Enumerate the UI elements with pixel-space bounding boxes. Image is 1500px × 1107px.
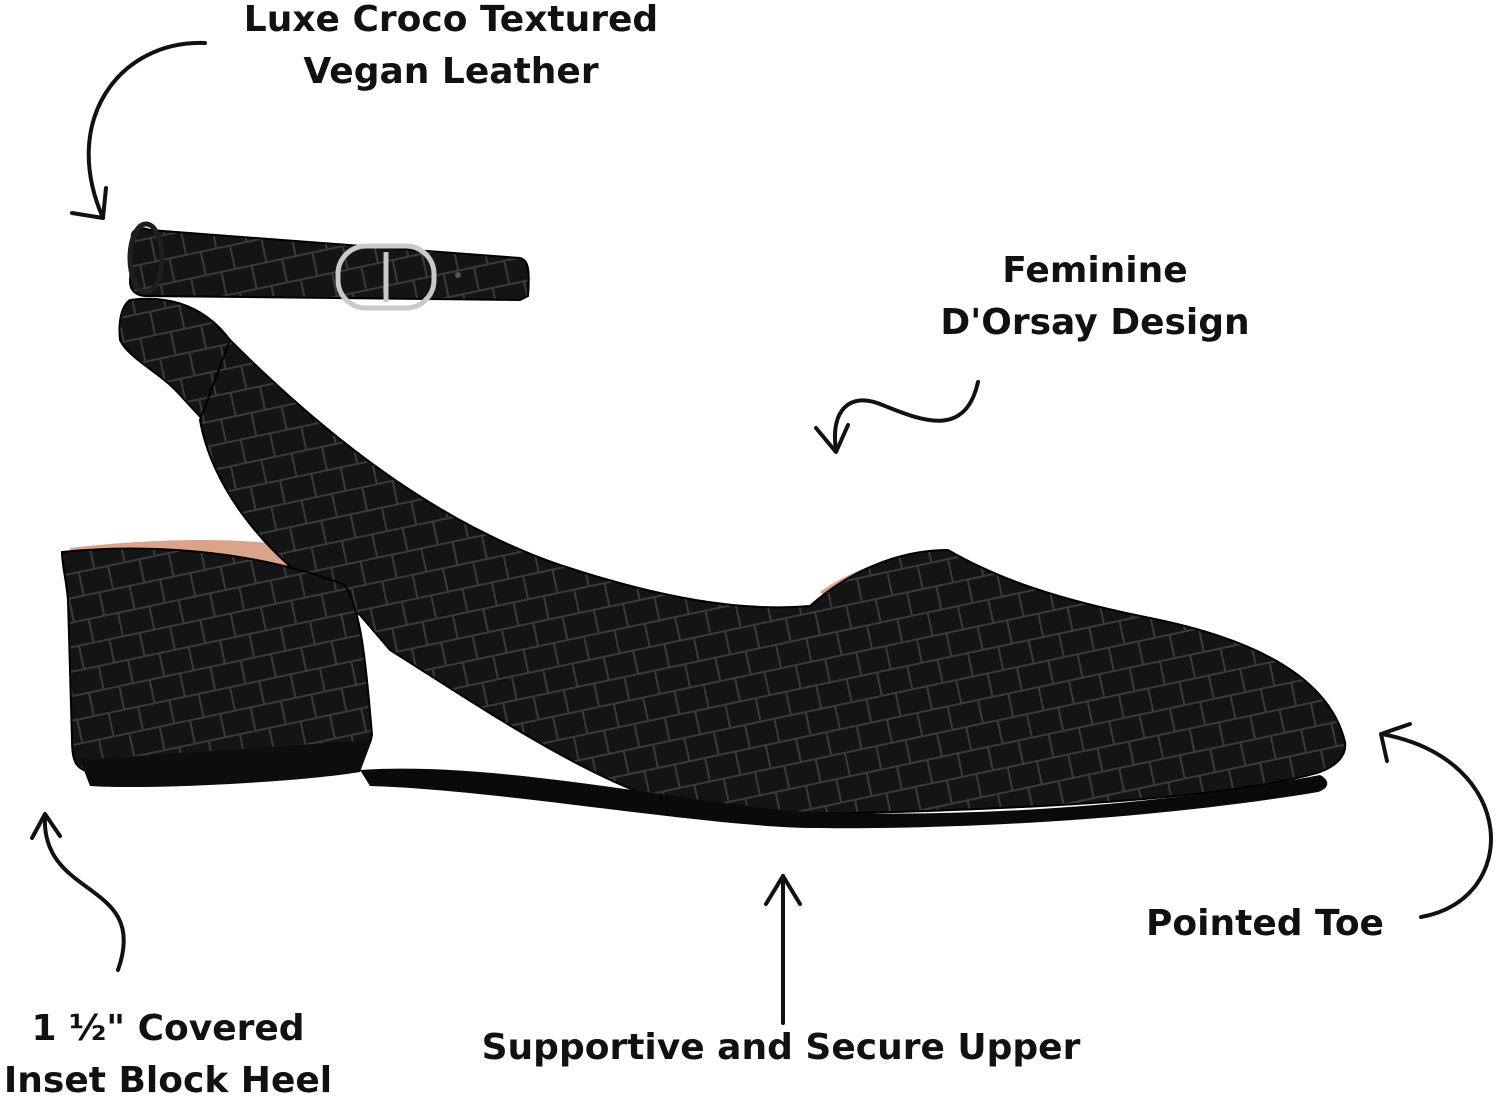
arrow-toe: [1380, 732, 1493, 919]
callout-design: Feminine D'Orsay Design: [920, 245, 1270, 349]
callout-material: Luxe Croco Textured Vegan Leather: [236, 0, 666, 98]
callout-upper: Supportive and Secure Upper: [474, 1022, 1088, 1074]
callout-upper-line1: Supportive and Secure Upper: [481, 1027, 1081, 1068]
arrow-design: [832, 380, 980, 452]
strap-hole: [455, 272, 461, 278]
arrow-design-head: [814, 423, 850, 454]
heel-base: [80, 740, 372, 788]
callout-heel-line1: 1 ½" Covered: [31, 1008, 305, 1049]
strap-ring: [127, 221, 165, 295]
arrow-heel: [42, 813, 126, 972]
callout-design-line2: D'Orsay Design: [940, 302, 1250, 343]
callout-heel-line2: Inset Block Heel: [3, 1060, 333, 1101]
heel-counter: [60, 547, 374, 774]
arrow-material-head: [70, 186, 108, 220]
shoe: [60, 221, 1347, 829]
callout-material-line2: Vegan Leather: [303, 51, 599, 92]
sole: [360, 768, 1328, 829]
buckle: [335, 243, 437, 311]
ankle-strap: [128, 227, 530, 302]
callout-design-line1: Feminine: [1002, 250, 1188, 291]
callout-toe-line1: Pointed Toe: [1146, 903, 1384, 944]
callout-material-line1: Luxe Croco Textured: [243, 0, 659, 40]
arrow-heel-head: [30, 812, 62, 840]
callout-toe: Pointed Toe: [1140, 898, 1390, 950]
arrow-material: [86, 40, 207, 220]
shoe-body: [198, 338, 1347, 815]
arrow-toe-head: [1379, 722, 1412, 763]
arrow-upper-head: [764, 874, 802, 906]
callout-arrows: [30, 40, 1493, 1025]
callout-heel: 1 ½" Covered Inset Block Heel: [0, 1003, 336, 1107]
